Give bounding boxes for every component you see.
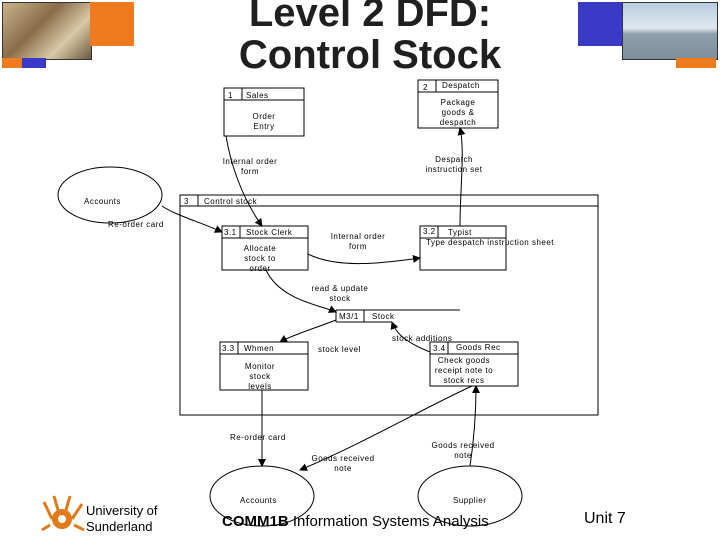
office-photo bbox=[2, 2, 92, 60]
datastore-id: M3/1 bbox=[339, 312, 359, 321]
process-3-1-name: Stock Clerk bbox=[246, 228, 293, 237]
unit-label: Unit 7 bbox=[584, 510, 626, 527]
process-3-box bbox=[179, 194, 599, 416]
flow-despatch-instruction-set: Despatch instruction set bbox=[425, 155, 483, 174]
course-name: Information Systems Analysis bbox=[292, 513, 489, 530]
orange-square-decoration-2 bbox=[2, 58, 22, 68]
flow-goods-received-note-right: Goods received note bbox=[431, 441, 495, 460]
title-line-2: Control Stock bbox=[238, 33, 502, 77]
supplier-label: Supplier bbox=[453, 496, 487, 505]
orange-square-decoration-right bbox=[676, 58, 716, 68]
accounts-bottom-label: Accounts bbox=[240, 496, 277, 505]
university-line-2: Sunderland bbox=[86, 519, 153, 534]
process-1-box bbox=[223, 87, 305, 137]
process-3-3-body: Monitor stock levels bbox=[244, 362, 276, 391]
process-1-id: 1 bbox=[228, 91, 233, 100]
blue-square-decoration-right bbox=[578, 2, 622, 46]
process-3-1-body: Allocate stock to order bbox=[243, 244, 277, 273]
flow-internal-order-form-mid: Internal order form bbox=[330, 232, 386, 251]
accounts-top-entity bbox=[57, 166, 163, 224]
flow-goods-received-note-left: Goods received note bbox=[311, 454, 375, 473]
process-1-body: Order Entry bbox=[252, 112, 276, 131]
process-2-body: Package goods & despatch bbox=[439, 98, 477, 127]
title-line-1: Level 2 DFD: bbox=[248, 0, 492, 35]
process-3-3-id: 3.3 bbox=[222, 344, 235, 353]
blue-square-decoration bbox=[2, 58, 46, 68]
process-3-4-id: 3.4 bbox=[433, 344, 446, 353]
process-3-4-name: Goods Rec bbox=[456, 343, 501, 352]
process-1-name: Sales bbox=[246, 91, 269, 100]
harbour-photo bbox=[622, 2, 718, 60]
process-3-1-id: 3.1 bbox=[224, 228, 237, 237]
flow-reorder-card-bottom: Re-order card bbox=[230, 433, 286, 442]
process-3-2-name: Typist bbox=[448, 228, 472, 237]
university-name: University of Sunderland bbox=[86, 503, 158, 535]
flow-internal-order-form-top: Internal order form bbox=[222, 157, 278, 176]
flow-stock-level: stock level bbox=[318, 345, 361, 354]
university-logo-icon bbox=[41, 495, 85, 532]
process-3-2-box bbox=[419, 225, 507, 271]
process-3-3-name: Whmen bbox=[244, 344, 275, 353]
process-2-id: 2 bbox=[423, 83, 428, 92]
process-3-name: Control stock bbox=[204, 197, 258, 206]
process-3-1-box bbox=[221, 225, 309, 271]
process-3-4-body: Check goods receipt note to stock recs bbox=[434, 356, 494, 385]
process-3-2-id: 3.2 bbox=[423, 227, 436, 236]
university-line-1: University of bbox=[86, 503, 158, 518]
flow-reorder-card-top: Re-order card bbox=[108, 220, 164, 229]
flow-read-update-stock: read & update stock bbox=[311, 284, 369, 303]
orange-square-decoration bbox=[90, 2, 134, 46]
process-3-3-box bbox=[219, 341, 309, 391]
process-3-id: 3 bbox=[184, 197, 189, 206]
course-footer: COMM1B Information Systems Analysis bbox=[222, 513, 489, 530]
datastore-name: Stock bbox=[372, 312, 395, 321]
process-2-name: Despatch bbox=[442, 81, 480, 90]
process-3-2-body: Type despatch instruction sheet bbox=[426, 238, 555, 247]
course-code: COMM1B bbox=[222, 513, 289, 530]
accounts-top-label: Accounts bbox=[84, 197, 121, 206]
page-title: Level 2 DFD: Control Stock bbox=[170, 0, 570, 76]
flow-stock-additions: stock additions bbox=[392, 334, 453, 343]
